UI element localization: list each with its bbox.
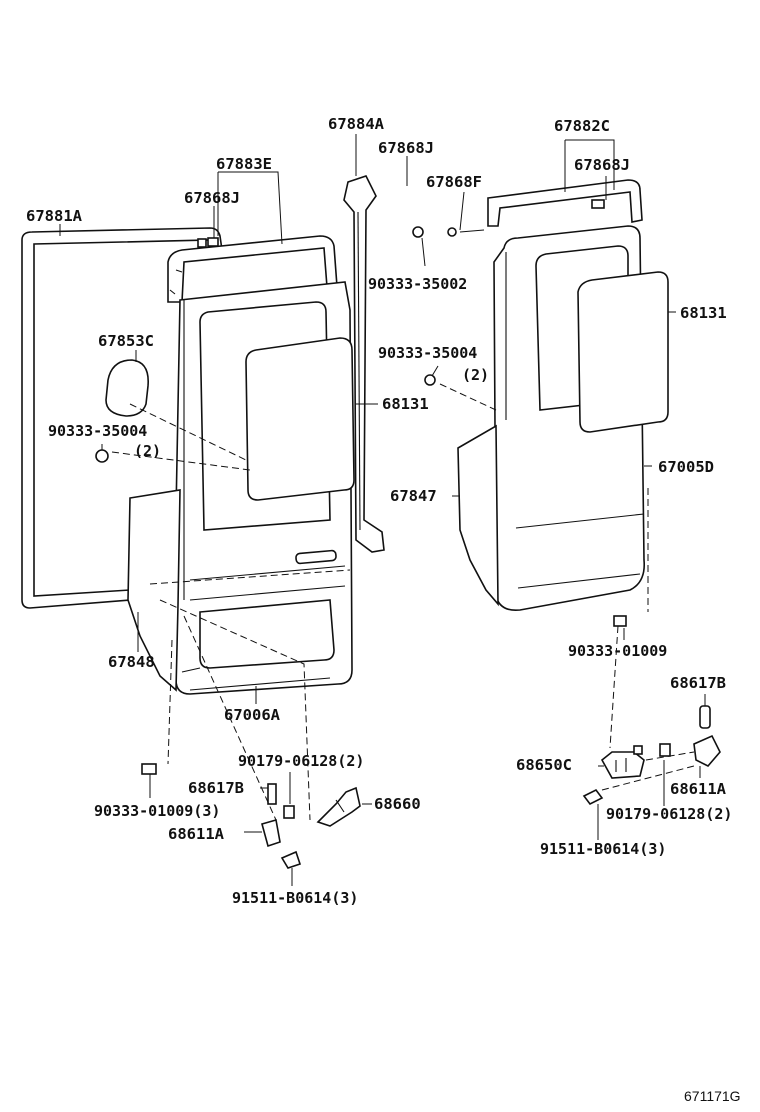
label-67868J-mid: 67868J	[378, 139, 434, 157]
clip-90333-35002	[412, 226, 424, 238]
label-90333-01009-right: 90333-01009	[568, 642, 667, 660]
label-90333-35004-mid: 90333-35004	[378, 344, 477, 362]
weatherstrip-67883E	[167, 235, 339, 303]
leader-lines	[59, 134, 706, 886]
check-68660	[316, 786, 361, 827]
cap-90333-01009-right	[613, 615, 627, 627]
clip-67868J-left	[197, 237, 219, 248]
label-90179-06128-right: 90179-06128(2)	[606, 805, 732, 823]
watershield-67848	[127, 489, 351, 692]
label-68617B-right: 68617B	[670, 674, 726, 692]
strip-67884A	[343, 175, 385, 553]
part-labels: 67884A 67868J 67882C 67883E 67868J 67868…	[26, 115, 741, 1104]
glass-68131-mid	[245, 337, 355, 501]
figure-code: 671171G	[684, 1088, 741, 1104]
label-67005D: 67005D	[658, 458, 714, 476]
label-90333-35002: 90333-35002	[368, 275, 467, 293]
weatherstrip-67881A	[21, 227, 223, 609]
label-90333-35004-left-qty: (2)	[134, 442, 161, 460]
bolt-91511-B0614-right	[582, 788, 604, 806]
pin-68617B-left	[267, 783, 277, 805]
label-90333-01009-left: 90333-01009(3)	[94, 802, 220, 820]
label-68611A-left: 68611A	[168, 825, 225, 843]
label-68660: 68660	[374, 795, 421, 813]
watershield-67847	[457, 424, 499, 607]
label-68617B-left: 68617B	[188, 779, 244, 797]
label-67884A: 67884A	[328, 115, 385, 133]
pin-68617B-right	[699, 705, 711, 729]
label-68131-right: 68131	[680, 304, 727, 322]
clip-90333-35004-left	[95, 449, 109, 463]
label-90333-35004-left: 90333-35004	[48, 422, 147, 440]
hinge-68611A-left	[261, 818, 281, 848]
label-91511-B0614-right: 91511-B0614(3)	[540, 840, 666, 858]
clip-67868J-right	[591, 199, 605, 209]
cap-90333-01009-left	[141, 763, 157, 775]
label-67868F: 67868F	[426, 173, 482, 191]
label-67881A: 67881A	[26, 207, 83, 225]
label-68611A-right: 68611A	[670, 780, 727, 798]
label-67883E: 67883E	[216, 155, 272, 173]
hinge-68611A-right	[693, 734, 721, 767]
bolt-90179-06128-right	[633, 743, 671, 757]
label-68131-mid: 68131	[382, 395, 429, 413]
label-68650C: 68650C	[516, 756, 572, 774]
glass-68131-right	[577, 271, 669, 433]
label-67868J-left: 67868J	[184, 189, 240, 207]
clip-67868F	[447, 227, 485, 237]
label-67847: 67847	[390, 487, 437, 505]
label-90179-06128-left: 90179-06128(2)	[238, 752, 364, 770]
bolt-90179-06128-left	[283, 805, 295, 819]
weatherstrip-67882C	[487, 179, 643, 227]
bolt-91511-B0614-left	[280, 850, 302, 869]
label-91511-B0614-left: 91511-B0614(3)	[232, 889, 358, 907]
label-67006A: 67006A	[224, 706, 281, 724]
pad-67853C	[105, 359, 149, 417]
check-68650C	[600, 751, 645, 779]
label-90333-35004-mid-qty: (2)	[462, 366, 489, 384]
clip-90333-35004-mid	[424, 374, 436, 386]
label-67882C: 67882C	[554, 117, 610, 135]
label-67868J-right: 67868J	[574, 156, 630, 174]
label-67848: 67848	[108, 653, 155, 671]
label-67853C: 67853C	[98, 332, 154, 350]
